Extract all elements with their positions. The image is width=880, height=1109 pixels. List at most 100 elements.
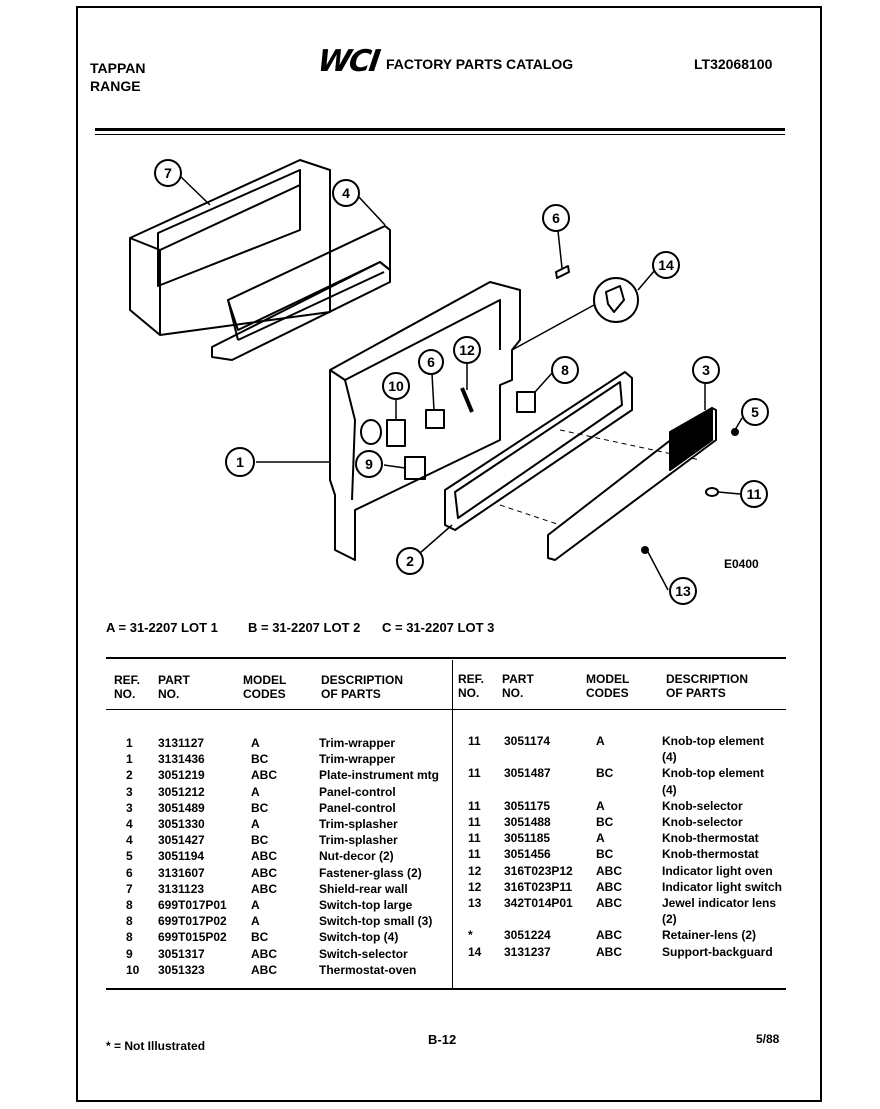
description-cell: Thermostat-oven [319,962,417,977]
model-codes-cell: ABC [596,944,622,959]
ref-cell: 3 [126,784,133,799]
part-number-cell: 3051194 [158,849,205,864]
callout-7: 7 [154,159,182,187]
model-codes-cell: ABC [596,863,622,878]
description-cell: Switch-selector [319,946,408,961]
description-cell: Jewel indicator lens [662,896,777,910]
part-number-cell: 3051174 [504,734,551,748]
part-number-cell: 3131123 [158,881,205,896]
svg-text:6: 6 [552,210,560,226]
part-number-cell: 3051456 [504,847,551,862]
description-cell: (4) [662,750,677,765]
lot-a: A = 31-2207 LOT 1 [106,620,218,635]
svg-text:9: 9 [365,456,373,472]
callout-1: 1 [225,447,255,477]
model-codes-cell: A [596,798,605,813]
thermostat-knob-part [360,419,382,445]
table-top-rule [106,657,786,659]
part-number-cell: 3051427 [158,833,205,848]
model-codes-cell: ABC [596,896,622,910]
ref-cell: 11 [468,798,481,813]
panel-control-part [547,407,717,561]
part-number-cell: 3131127 [158,736,205,750]
ref-cell: 8 [126,930,133,945]
ref-cell: 4 [126,817,133,831]
ref-cell: 1 [126,736,133,750]
description-cell: (4) [662,782,677,797]
model-codes-cell: ABC [251,946,277,961]
part-number-cell: 3131237 [504,944,551,959]
svg-text:2: 2 [406,553,414,569]
part-number-cell: 3051488 [504,815,551,829]
table-header-rule [106,709,786,710]
brand-line2: RANGE [90,78,141,94]
part-number-cell: 3051323 [158,962,205,977]
callout-11: 11 [740,480,768,508]
part-number-cell: 3051175 [504,798,551,813]
description-cell: Nut-decor (2) [319,849,394,864]
part-number-cell: 3131436 [158,752,205,767]
description-cell: Switch-top large [319,898,413,912]
ref-cell: 4 [126,833,133,848]
svg-text:5: 5 [751,404,759,420]
svg-text:12: 12 [459,342,475,358]
svg-text:11: 11 [747,486,762,502]
model-codes-cell: BC [251,800,269,815]
table-bottom-rule [106,988,786,990]
callout-14: 14 [652,251,680,279]
description-cell: Support-backguard [662,944,773,959]
callout-10: 10 [382,372,410,400]
description-cell: Knob-thermostat [662,847,759,862]
description-cell: Knob-thermostat [662,831,759,846]
model-codes-cell: ABC [596,928,622,943]
description-cell: Trim-wrapper [319,736,396,750]
callout-9: 9 [355,450,383,478]
model-codes-cell: A [596,734,605,748]
description-cell: Trim-splasher [319,833,398,848]
ref-cell: 1 [126,752,133,767]
ref-cell: 6 [126,865,133,880]
svg-text:8: 8 [561,362,569,378]
ref-cell: 8 [126,898,133,912]
description-cell: Knob-top element [662,734,764,748]
callout-6b: 6 [418,349,444,375]
ref-cell: 2 [126,768,133,783]
header-rule-thin [95,134,785,135]
callout-6: 6 [542,204,570,232]
svg-text:3: 3 [702,362,710,378]
model-codes-cell: BC [596,815,614,829]
part-number-cell: 316T023P12 [504,863,573,878]
plate-instrument-part [444,371,633,531]
description-cell: Trim-wrapper [319,752,396,767]
header-ref-left: REF. NO. [114,673,141,701]
description-cell: Plate-instrument mtg [319,768,440,783]
description-cell: Panel-control [319,800,396,815]
ref-cell: 5 [126,849,133,864]
ref-cell: 8 [126,914,133,929]
model-codes-cell: BC [251,930,269,945]
part-number-cell: 316T023P11 [504,879,573,894]
header-part-left: PART NO. [158,673,190,701]
part-number-cell: 3131607 [158,865,205,880]
callout-8: 8 [551,356,579,384]
page-number: B-12 [428,1032,457,1047]
model-codes-cell: A [251,736,260,750]
model-codes-cell: A [251,817,260,831]
description-cell: (2) [662,912,677,927]
ref-cell: 7 [126,881,133,896]
model-codes-cell: A [251,898,260,912]
ref-cell: 12 [468,879,482,894]
description-cell: Trim-splasher [319,817,398,831]
callout-12: 12 [453,336,481,364]
part-number-cell: 3051330 [158,817,205,831]
part-number-cell: 3051487 [504,766,551,781]
exploded-parts-diagram: 7 4 6 14 6 12 10 8 3 5 1 9 11 2 13 E0400 [129,159,769,605]
header-ref-right: REF. NO. [458,672,485,700]
page-frame [76,6,822,1102]
trim-splasher-part [211,225,391,361]
ref-cell: 13 [468,896,482,910]
ref-cell: 14 [468,944,482,959]
model-codes-cell: ABC [251,768,277,783]
description-cell: Indicator light oven [662,863,773,878]
support-backguard-detail [593,277,639,323]
